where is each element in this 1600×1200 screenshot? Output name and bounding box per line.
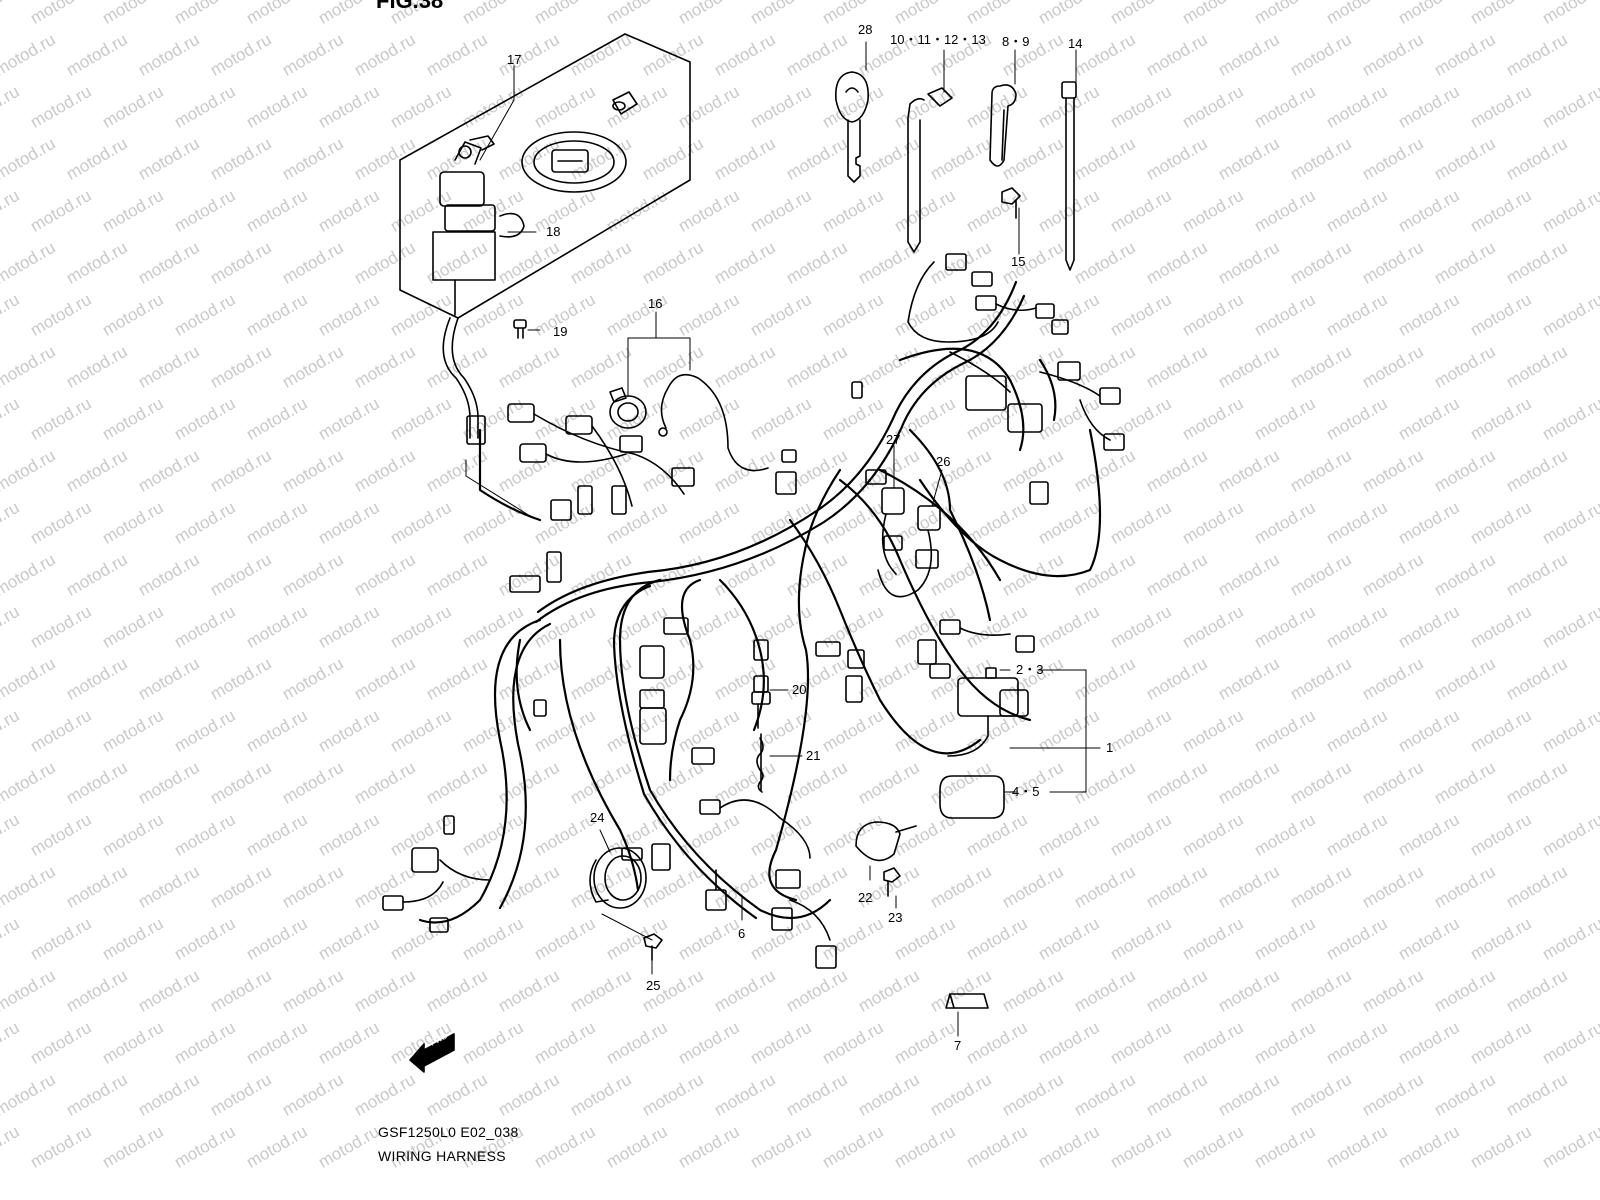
callout-16: 16 (648, 296, 662, 311)
horn-24 (589, 847, 647, 909)
bolt-25 (643, 933, 663, 961)
callout-10-13: 10・11・12・13 (890, 32, 986, 47)
callout-14: 14 (1068, 36, 1082, 51)
callout-8-9: 8・9 (1002, 34, 1029, 49)
callout-21: 21 (806, 748, 820, 763)
leader-lines (465, 41, 1101, 1037)
connector-cluster-right (917, 619, 1035, 679)
callout-4-5: 4・5 (1012, 784, 1039, 799)
callout-18: 18 (546, 224, 560, 239)
drawing-code: GSF1250L0 E02_038 (378, 1124, 519, 1140)
callout-6: 6 (738, 926, 745, 941)
label-plate-7 (945, 993, 989, 1009)
connector-cluster-lower-left (382, 699, 547, 933)
bolt-15 (1001, 187, 1021, 219)
clamp-8-9 (989, 84, 1017, 167)
callout-1: 1 (1106, 740, 1113, 755)
callout-24: 24 (590, 810, 604, 825)
callout-7: 7 (954, 1038, 961, 1053)
screw-19-part (513, 319, 527, 339)
relay-part-2-3 (947, 667, 1029, 757)
connector-cluster-left (466, 403, 695, 593)
callout-23: 23 (888, 910, 902, 925)
cable-tie-14 (1061, 81, 1077, 271)
callout-19: 19 (553, 324, 567, 339)
lock-cylinder-part (612, 91, 638, 115)
callout-28: 28 (858, 22, 872, 37)
ignition-kit-box (399, 33, 691, 319)
callout-15: 15 (1011, 254, 1025, 269)
ignition-switch-part (432, 135, 525, 316)
figure-label: FIG.38 (376, 0, 444, 13)
callout-20: 20 (792, 682, 806, 697)
relay-connectors-26-27 (775, 381, 941, 598)
callout-26: 26 (936, 454, 950, 469)
side-stand-switch-22 (855, 821, 917, 897)
callout-27: 27 (886, 432, 900, 447)
fuse-box-cover-4-5 (939, 775, 1005, 819)
connector-cluster-rear (907, 253, 1125, 505)
drawing-caption: WIRING HARNESS (378, 1148, 506, 1164)
ignition-switch-lead (442, 317, 479, 439)
key-part (835, 71, 869, 183)
sensor-20-21 (751, 639, 771, 793)
bracket-16-part (609, 373, 769, 472)
callout-22: 22 (858, 890, 872, 905)
callout-2-3: 2・3 (1016, 662, 1043, 677)
cable-tie-10-13 (907, 87, 953, 253)
callout-17: 17 (507, 52, 521, 67)
connector-cluster-center (639, 617, 865, 969)
fwd-arrow (409, 1033, 455, 1073)
callout-25: 25 (646, 978, 660, 993)
main-harness-trunk (418, 280, 1102, 924)
fuel-cap-lock-part (521, 131, 627, 193)
